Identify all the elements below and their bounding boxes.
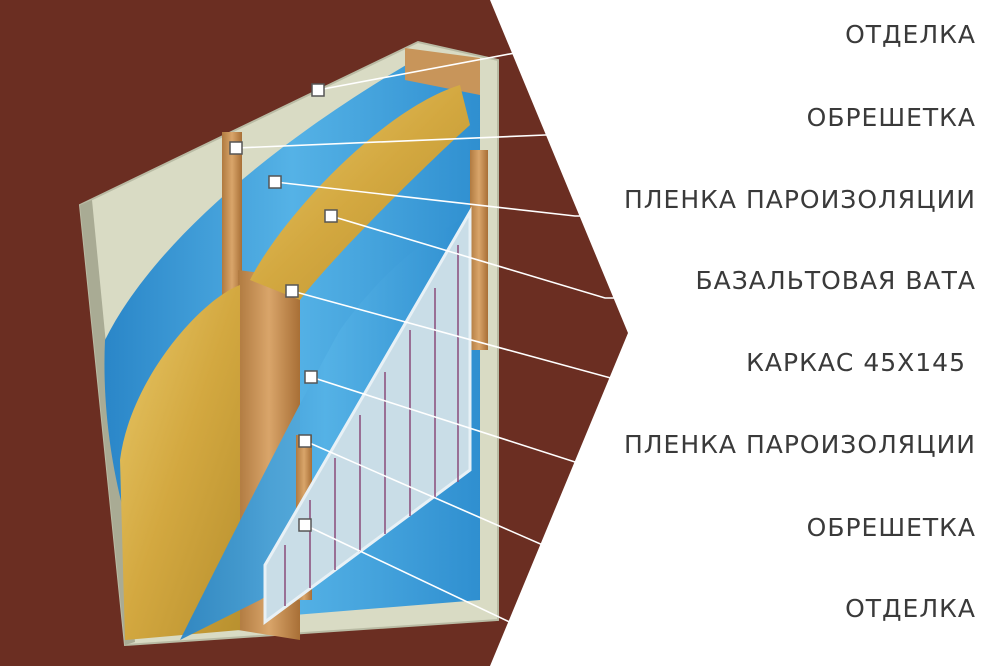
leader-line-7 — [304, 440, 1000, 547]
leader-line-4 — [330, 215, 1000, 299]
label-batten-outer: ОБРЕШЕТКА — [806, 513, 976, 542]
label-vapor-outer: ПЛЕНКА ПАРОИЗОЛЯЦИИ — [623, 430, 976, 459]
leader-lines — [235, 51, 1000, 627]
marker-7 — [298, 434, 312, 448]
siding-stripes — [284, 245, 459, 606]
leader-line-2 — [235, 134, 1000, 149]
leader-line-3 — [274, 181, 1000, 217]
label-batten-inner: ОБРЕШЕТКА — [806, 103, 976, 132]
inner-batten-right — [470, 150, 488, 350]
siding-panel — [263, 206, 472, 625]
marker-2 — [229, 141, 243, 155]
vapor-barrier-outer — [180, 215, 470, 640]
marker-3 — [268, 175, 282, 189]
label-vapor-inner: ПЛЕНКА ПАРОИЗОЛЯЦИИ — [623, 185, 976, 214]
basalt-wool-lower — [120, 285, 240, 640]
basalt-wool-upper — [250, 85, 470, 300]
leader-line-5 — [291, 290, 1000, 381]
label-frame: КАРКАС 45Х145 — [746, 348, 966, 377]
marker-1 — [311, 83, 325, 97]
label-finish-inner: ОТДЕЛКА — [845, 20, 976, 49]
marker-8 — [298, 518, 312, 532]
label-finish-outer: ОТДЕЛКА — [845, 594, 976, 623]
inner-batten-upper — [222, 132, 242, 297]
marker-6 — [304, 370, 318, 384]
marker-5 — [285, 284, 299, 298]
markers — [229, 83, 338, 532]
leader-line-8 — [304, 524, 1000, 627]
marker-4 — [324, 209, 338, 223]
label-basalt-wool: БАЗАЛЬТОВАЯ ВАТА — [695, 266, 976, 295]
leader-line-6 — [310, 376, 1000, 463]
frame-stud-top — [405, 48, 480, 95]
leader-line-1 — [317, 51, 1000, 91]
